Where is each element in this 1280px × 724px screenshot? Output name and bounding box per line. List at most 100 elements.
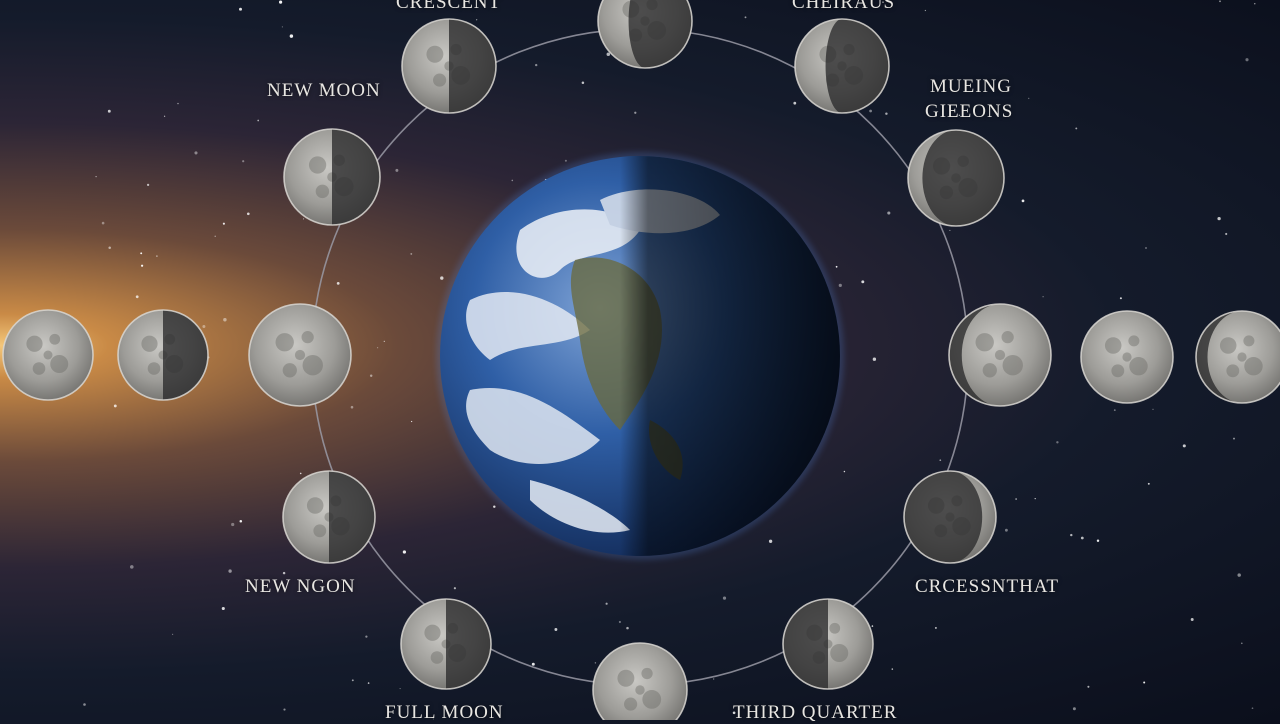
earth — [436, 152, 844, 560]
lower-left-moon — [282, 470, 376, 564]
star — [140, 264, 144, 267]
star — [594, 662, 597, 664]
star — [605, 602, 608, 605]
star — [1182, 444, 1186, 448]
star — [113, 404, 117, 408]
star — [1087, 685, 1090, 688]
star — [221, 606, 225, 611]
star — [618, 620, 621, 624]
label-full-moon: FULL MOON — [385, 702, 504, 723]
top-left-moon — [401, 18, 497, 114]
star — [949, 229, 951, 231]
star — [283, 708, 286, 711]
star — [369, 374, 373, 378]
star — [744, 16, 747, 19]
star — [1075, 127, 1078, 130]
star — [228, 569, 232, 573]
star — [281, 26, 284, 28]
star — [367, 682, 370, 684]
star — [891, 668, 894, 670]
star — [231, 522, 235, 527]
right-moon — [948, 303, 1052, 407]
outer-left-moon-2 — [117, 309, 209, 401]
star — [1245, 58, 1249, 62]
star — [146, 183, 150, 187]
upper-right-moon — [907, 129, 1005, 227]
label-mueing: MUEING — [930, 76, 1012, 97]
star — [887, 211, 891, 215]
star — [171, 633, 174, 636]
label-new-moon-upper: NEW MOON — [267, 80, 381, 101]
star — [606, 52, 611, 57]
star — [871, 625, 874, 627]
star — [239, 7, 242, 11]
star — [1072, 707, 1076, 711]
star — [336, 282, 340, 285]
star — [289, 34, 294, 38]
star — [924, 9, 927, 12]
star — [279, 0, 283, 4]
star — [722, 596, 727, 600]
star — [163, 115, 166, 117]
label-top-right: CHEIRAUS — [792, 0, 896, 13]
star — [626, 626, 629, 630]
star — [107, 109, 111, 113]
star — [1225, 232, 1228, 236]
star — [864, 5, 866, 7]
star — [1027, 97, 1030, 100]
star — [365, 635, 368, 638]
left-moon — [248, 303, 352, 407]
bottom-right-moon — [782, 598, 874, 690]
top-right-moon — [794, 18, 890, 114]
star — [793, 101, 797, 105]
star — [1190, 618, 1194, 621]
outer-right-moon-2 — [1195, 310, 1280, 404]
star — [1080, 536, 1084, 540]
star — [410, 420, 413, 423]
star — [843, 470, 846, 473]
star — [202, 325, 206, 328]
lower-right-moon — [903, 470, 997, 564]
star — [835, 265, 838, 268]
star — [108, 246, 111, 249]
label-new-ngon: NEW NGON — [245, 576, 356, 597]
star — [83, 703, 86, 706]
star — [453, 587, 456, 590]
star — [377, 347, 379, 349]
star — [1070, 533, 1073, 537]
star — [432, 718, 434, 720]
star — [861, 280, 865, 284]
star — [1034, 497, 1036, 500]
bottom-moon — [592, 642, 688, 720]
star — [194, 151, 198, 155]
star — [95, 175, 97, 178]
star — [564, 159, 567, 162]
star — [934, 626, 937, 629]
outer-right-moon-1 — [1080, 310, 1174, 404]
star — [156, 255, 158, 257]
star — [383, 340, 385, 343]
star — [1143, 681, 1146, 684]
star — [511, 179, 514, 182]
star — [440, 276, 444, 280]
star — [1056, 441, 1059, 444]
star — [1241, 642, 1243, 645]
star — [958, 114, 961, 116]
label-third-quarter: THIRD QUARTER — [733, 702, 898, 723]
star — [1233, 437, 1235, 440]
label-crescent-top-left: CRESCENT — [396, 0, 502, 13]
label-crcessnthat: CRCESSNTHAT — [915, 576, 1060, 597]
star — [872, 357, 877, 361]
star — [493, 505, 496, 508]
top-moon — [597, 0, 693, 69]
star — [395, 168, 399, 172]
star — [246, 212, 250, 216]
star — [1219, 0, 1221, 3]
star — [1113, 409, 1116, 411]
star — [1042, 296, 1044, 298]
upper-left-moon — [283, 128, 381, 226]
star — [838, 283, 842, 287]
bottom-left-moon — [400, 598, 492, 690]
star — [1005, 528, 1008, 532]
